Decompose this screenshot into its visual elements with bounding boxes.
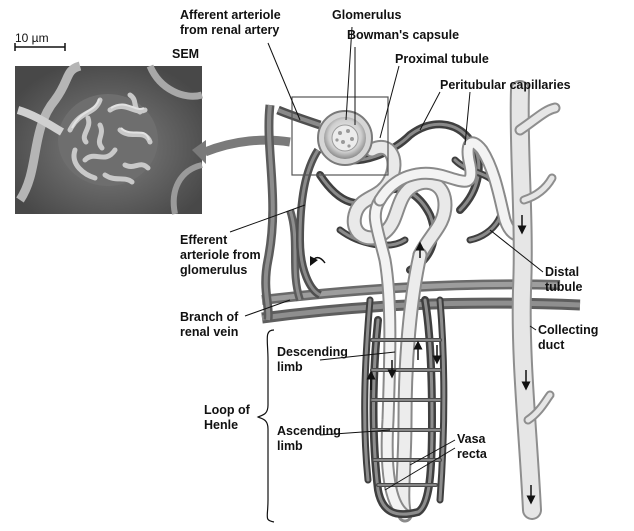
sem-micrograph: [15, 66, 202, 214]
label-peritubular-capillaries: Peritubular capillaries: [440, 78, 571, 92]
label-ascending-limb-line2: limb: [277, 439, 303, 453]
scale-bar-label: 10 µm: [15, 31, 49, 45]
label-distal-tubule-line1: Distal: [545, 265, 579, 279]
sem-label: SEM: [172, 47, 199, 61]
label-branch-renal-vein-line1: Branch of: [180, 310, 238, 324]
loop-of-henle-brace: [258, 330, 274, 522]
label-glomerulus: Glomerulus: [332, 8, 401, 22]
label-afferent-arteriole-line2: from renal artery: [180, 23, 279, 37]
label-efferent-arteriole-line1: Efferent: [180, 233, 227, 247]
label-vasa-recta-line1: Vasa: [457, 432, 486, 446]
label-loop-of-henle-line1: Loop of: [204, 403, 250, 417]
label-vasa-recta-line2: recta: [457, 447, 487, 461]
label-branch-renal-vein-line2: renal vein: [180, 325, 238, 339]
glomerulus-structure: [318, 111, 372, 165]
label-afferent-arteriole-line1: Afferent arteriole: [180, 8, 281, 22]
label-collecting-duct-line1: Collecting: [538, 323, 598, 337]
label-bowmans-capsule: Bowman's capsule: [347, 28, 459, 42]
label-ascending-limb-line1: Ascending: [277, 424, 341, 438]
label-distal-tubule-line2: tubule: [545, 280, 583, 294]
label-loop-of-henle-line2: Henle: [204, 418, 238, 432]
enlargement-arrow: [205, 140, 290, 152]
label-descending-limb-line1: Descending: [277, 345, 348, 359]
label-collecting-duct-line2: duct: [538, 338, 564, 352]
label-descending-limb-line2: limb: [277, 360, 303, 374]
label-efferent-arteriole-line3: glomerulus: [180, 263, 247, 277]
label-efferent-arteriole-line2: arteriole from: [180, 248, 261, 262]
label-proximal-tubule: Proximal tubule: [395, 52, 489, 66]
